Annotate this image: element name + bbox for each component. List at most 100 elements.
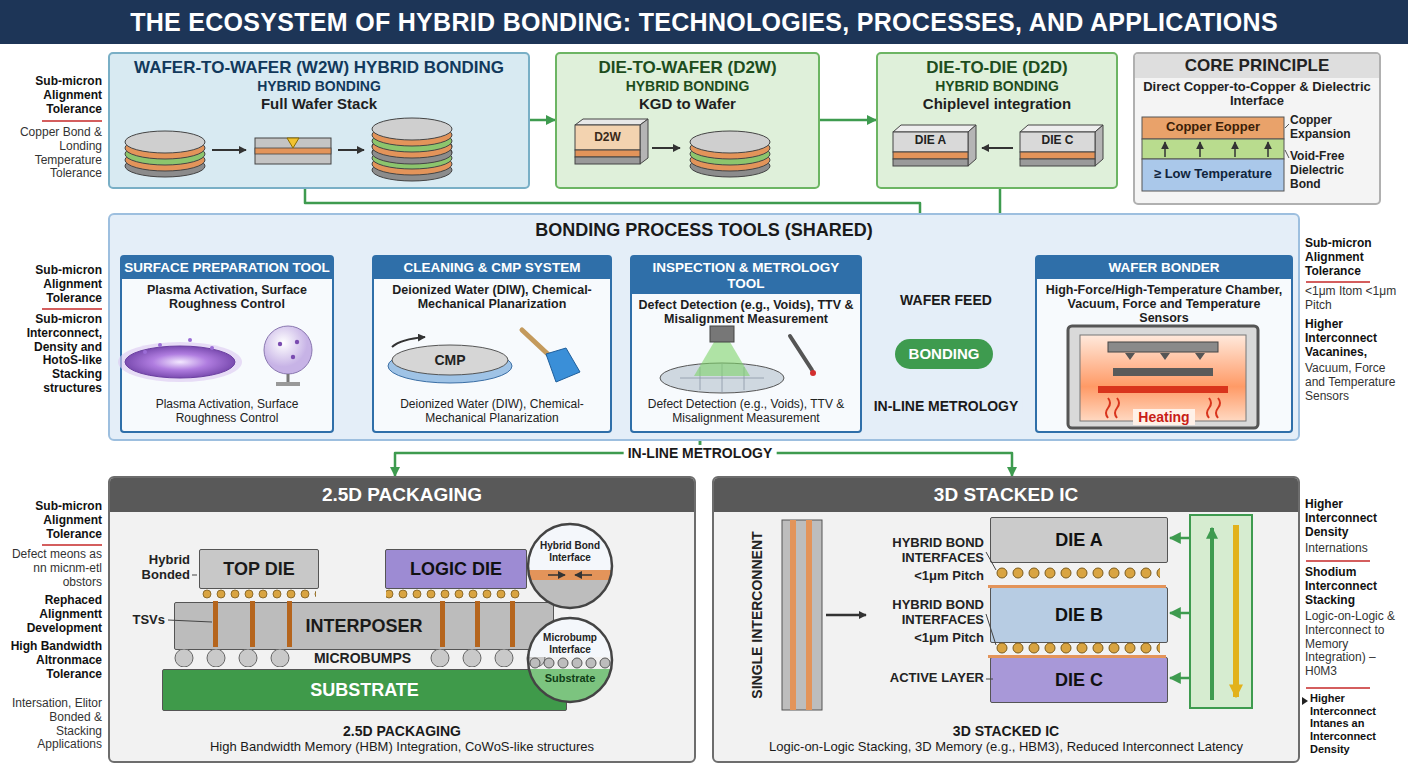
d2w-illustration xyxy=(575,119,770,177)
annotation-label: Higher Interconnect Vacanines, xyxy=(1305,318,1405,359)
packaging-25d-illustration xyxy=(168,649,300,667)
node-text: Defect Detection (e.g., Voids), TTV & Mi… xyxy=(632,396,860,431)
node-text: Direct Copper-to-Copper & Dielectric Int… xyxy=(1135,78,1379,112)
node-text: WAFER-TO-WAFER (W2W) HYBRID BONDING xyxy=(116,58,522,78)
plasma-illustration xyxy=(118,342,242,382)
stacked-3d-illustration xyxy=(1233,525,1239,697)
inspection-illustration xyxy=(710,326,734,342)
d2w-illustration xyxy=(640,119,648,164)
plasma-illustration xyxy=(210,346,214,350)
plasma-illustration xyxy=(118,326,312,386)
d2w-illustration xyxy=(652,147,680,149)
stacked-3d-illustration xyxy=(986,552,996,570)
plasma-illustration xyxy=(295,340,299,344)
annotation-label: <1μm Itom <1μm Pitch xyxy=(1305,285,1405,313)
diagram-title: THE ECOSYSTEM OF HYBRID BONDING: TECHNOL… xyxy=(130,8,1278,37)
node-text: LOGIC DIE xyxy=(386,559,526,580)
red-separator xyxy=(42,121,1370,688)
node-text: 3D STACKED IC xyxy=(714,478,1298,512)
node-text: Deionized Water (DIW), Chemical-Mechanic… xyxy=(374,396,610,431)
d2d-illustration xyxy=(1020,132,1095,152)
d2d-illustration xyxy=(893,125,1103,166)
node-text: Deionized Water (DIW), Chemical-Mechanic… xyxy=(374,279,610,316)
core-layers xyxy=(1285,124,1289,128)
node-text: HYBRID BONDING xyxy=(116,78,522,94)
annotation-label: Copper Eopper xyxy=(1145,120,1281,135)
node-text: High-Force/High-Temperature Chamber, Vac… xyxy=(1037,279,1291,330)
d2d-illustration xyxy=(893,132,968,152)
node-text: KGD to Wafer xyxy=(563,95,812,112)
bonding-variant-box: DIE-TO-DIE (D2D)HYBRID BONDINGChiplevel … xyxy=(876,52,1118,189)
annotation-label: HYBRID BOND INTERFACES xyxy=(872,598,984,628)
annotation-label: Higher Interconnect Density xyxy=(1305,498,1405,539)
node-text: SUBSTRATE xyxy=(163,680,566,701)
annotation-label: Copper Bond & Londing Temperature Tolera… xyxy=(2,126,102,181)
annotation-label: Microbump Interface xyxy=(535,632,605,655)
packaging-25d-illustration xyxy=(287,601,292,647)
bonding-variant-box: DIE-TO-WAFER (D2W)HYBRID BONDINGKGD to W… xyxy=(555,52,820,189)
node-text: Defect Detection (e.g., Voids), TTV & Mi… xyxy=(632,294,860,331)
inspection-illustration xyxy=(700,367,701,390)
bonder-chamber xyxy=(1068,326,1258,428)
annotation-label: HYBRID BOND INTERFACES xyxy=(872,536,984,566)
annotation-label: TSVs xyxy=(118,613,165,628)
die-block: LOGIC DIE xyxy=(385,549,527,589)
inspection-illustration xyxy=(680,364,764,392)
w2w-illustration xyxy=(255,148,331,154)
packaging-25d-illustration xyxy=(528,618,612,702)
node-text: DIE-TO-WAFER (D2W) xyxy=(563,58,812,78)
process-tool-box: INSPECTION & METROLOGY TOOLDefect Detect… xyxy=(630,255,862,433)
stacked-3d-illustration xyxy=(1170,677,1190,680)
stacked-3d-illustration xyxy=(994,567,1160,579)
packaging-25d-illustration xyxy=(526,522,616,570)
substrate-block: SUBSTRATE xyxy=(162,669,567,711)
annotation-label: Internations xyxy=(1305,542,1405,556)
inspection-illustration xyxy=(694,342,750,376)
stacked-3d-illustration xyxy=(806,520,812,710)
node-text: Full Wafer Stack xyxy=(116,95,522,112)
die-block: DIE C xyxy=(990,657,1168,703)
bonder-chamber xyxy=(1080,335,1246,421)
d2d-illustration xyxy=(1020,152,1095,159)
red-separator xyxy=(1306,687,1370,689)
annotation-label: ACTIVE LAYER xyxy=(872,671,984,686)
packaging-25d-illustration xyxy=(424,649,556,667)
annotation-label: Defect meons as nn micnm-etl obstors xyxy=(2,548,102,589)
d2d-illustration xyxy=(982,147,1013,149)
annotation-label: ≥ Low Temperature xyxy=(1145,167,1281,182)
cmp-illustration xyxy=(388,330,580,383)
d2d-illustration xyxy=(893,152,968,159)
red-separator xyxy=(1306,281,1370,283)
w2w-illustration xyxy=(372,135,452,181)
bullet-triangle xyxy=(1302,697,1308,705)
node-text: HYBRID BONDING xyxy=(884,78,1110,94)
w2w-illustration xyxy=(287,138,299,148)
title-bar: THE ECOSYSTEM OF HYBRID BONDING: TECHNOL… xyxy=(0,0,1408,44)
annotation-label: Sub-micron Alignment Tolerance xyxy=(1305,237,1405,278)
annotation-label: SINGLE INTERCONNENT xyxy=(749,520,765,710)
stacked-3d-illustration xyxy=(1170,612,1190,615)
inspection-illustration xyxy=(722,364,723,392)
annotation-label: Sub-micron Alignment Tolerance xyxy=(2,264,102,305)
annotation-label: Shodium Interconnect Stacking xyxy=(1305,566,1405,607)
bonding-step-pill: BONDING xyxy=(895,339,993,369)
annotation-label: Higher Interconnect Intanes an Interconn… xyxy=(1310,692,1405,755)
annotation-label: Void-Free Dielectric Bond xyxy=(1290,150,1378,191)
process-tool-box: CLEANING & CMP SYSTEMDeionized Water (DI… xyxy=(372,255,612,433)
tool-group-band: BONDING PROCESS TOOLS (SHARED)SURFACE PR… xyxy=(108,213,1300,441)
annotation-label: D2W xyxy=(575,131,640,145)
stacked-3d-illustration xyxy=(1170,537,1190,540)
packaging-25d-illustration xyxy=(526,570,616,580)
node-text: 2.5D PACKAGING xyxy=(110,478,694,512)
inspection-illustration xyxy=(660,326,816,393)
packaging-25d-illustration xyxy=(548,574,565,576)
bonder-chamber xyxy=(1098,386,1228,393)
plasma-illustration xyxy=(264,326,312,374)
packaging-25d-illustration xyxy=(526,616,616,704)
node-text: Heating xyxy=(1133,409,1194,425)
plasma-illustration xyxy=(158,343,162,347)
core-layers xyxy=(1142,117,1289,191)
annotation-label: Sub-micron Interconnect, Density and Hot… xyxy=(2,313,102,396)
node-text: Plasma Activation, Surface Roughness Con… xyxy=(122,279,332,316)
